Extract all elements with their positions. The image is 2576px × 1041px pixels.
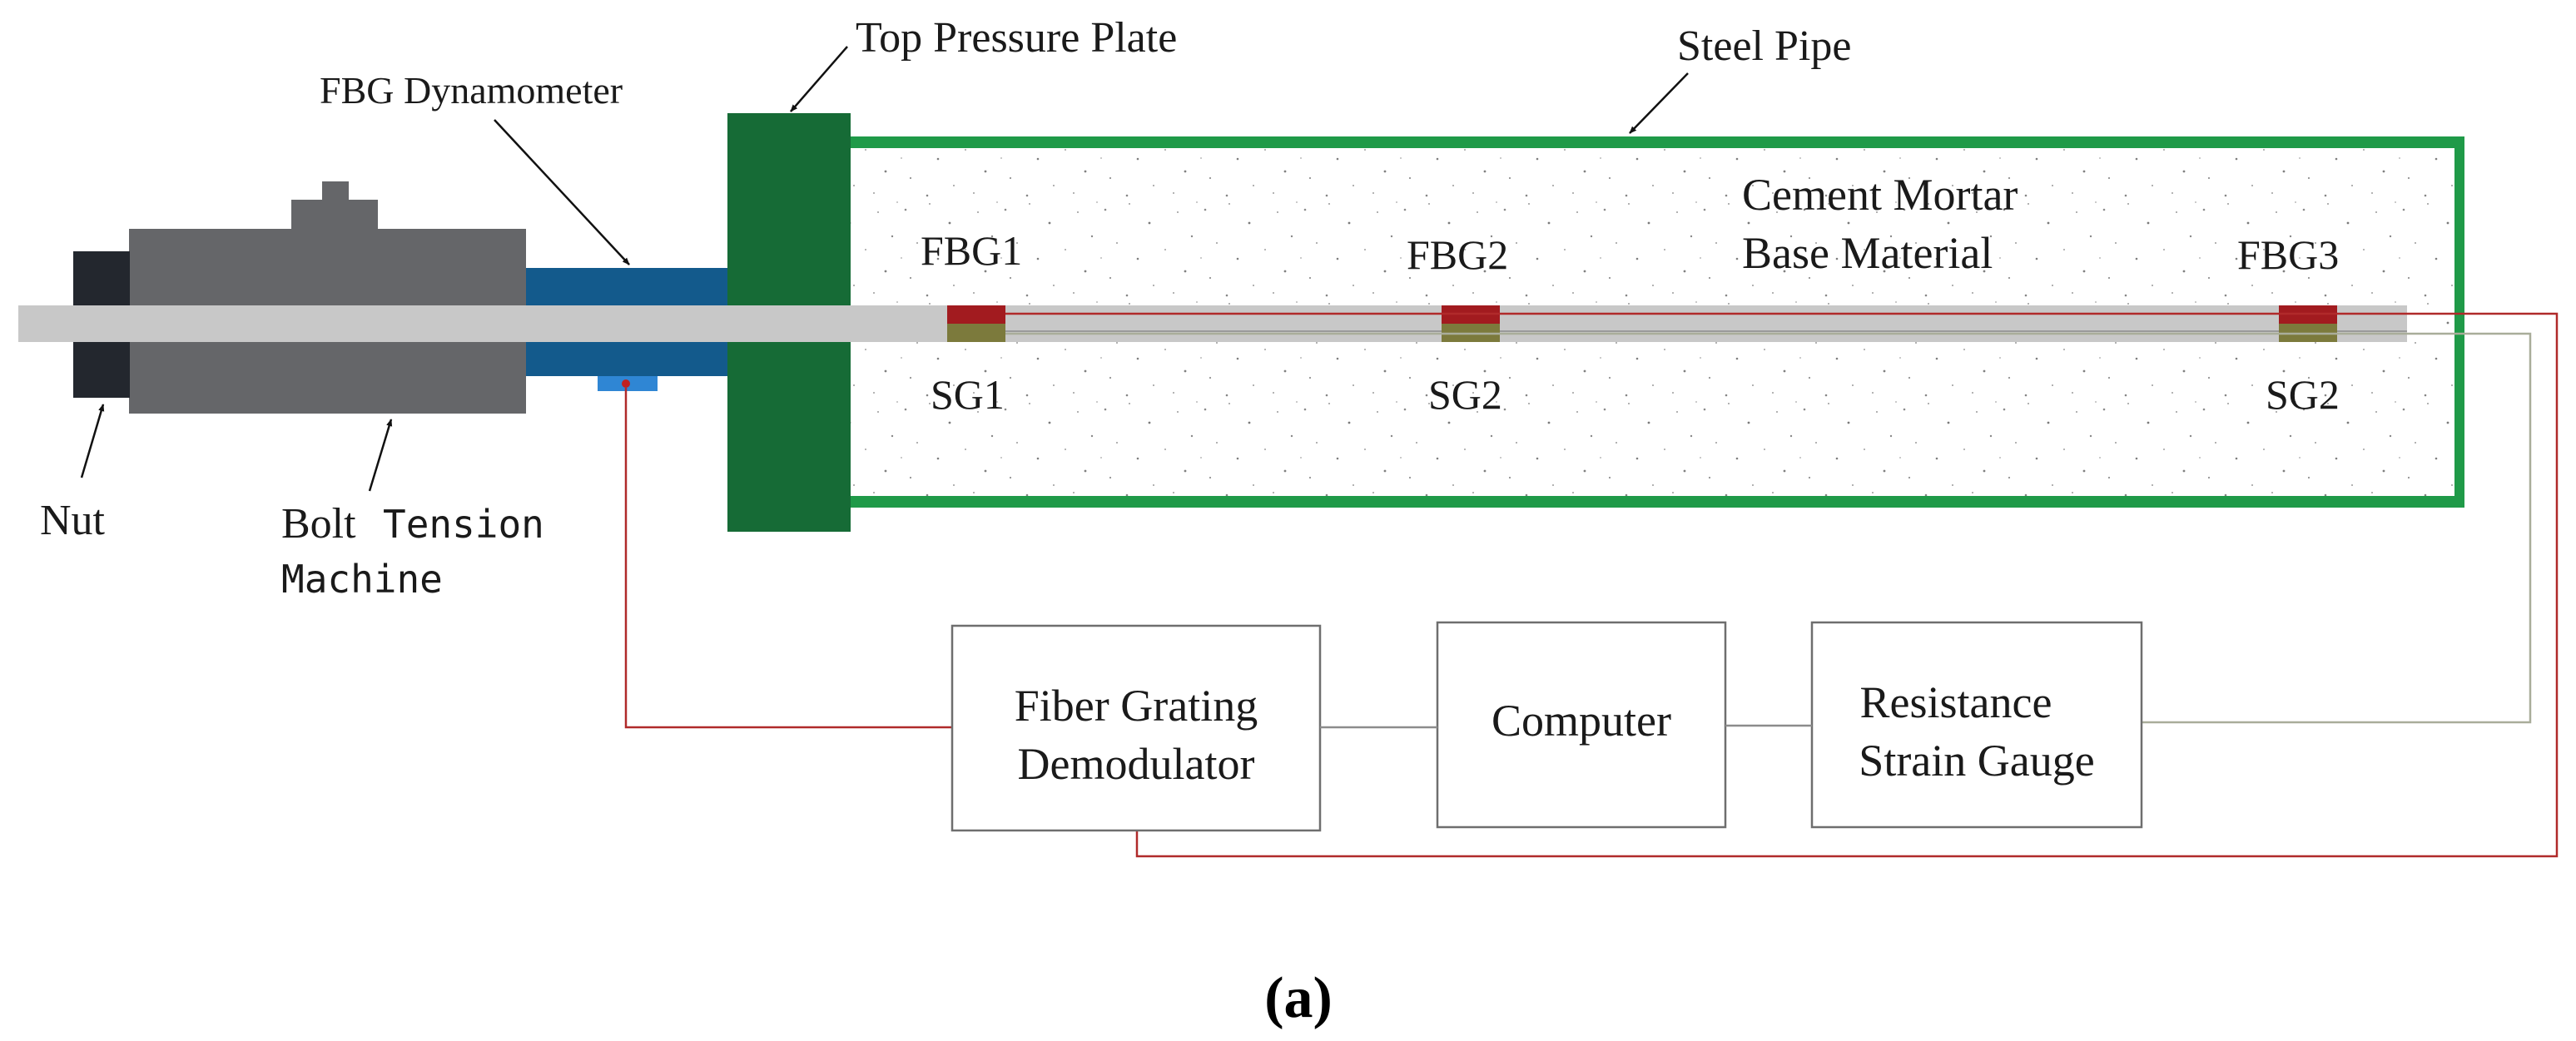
demodulator-box [950, 624, 1322, 832]
sg1-label: SG1 [931, 371, 1005, 418]
top-pressure-plate-label: Top Pressure Plate [856, 14, 1177, 62]
fiber-wire-to-demodulator [1135, 312, 2559, 858]
fbg-dynamometer-arrow [494, 119, 630, 265]
demodulator-label-line1: Fiber Grating [1015, 681, 1258, 731]
tension-label: Tension [383, 502, 544, 547]
bolt-label: Bolt [281, 500, 356, 548]
computer-label: Computer [1491, 696, 1671, 746]
sg1-marker [947, 324, 1005, 342]
gauge-wire-to-strain-gauge [2142, 332, 2532, 724]
top-pressure-plate-arrow [790, 46, 848, 112]
computer-box [1436, 621, 1727, 829]
machine-label: Machine [281, 557, 443, 602]
demodulator-label-line2: Demodulator [1018, 739, 1255, 789]
nut-arrow [80, 404, 105, 478]
tension-machine-top-knob [322, 181, 349, 201]
fbg-dynamometer-label: FBG Dynamometer [320, 69, 623, 112]
figure-caption: (a) [1264, 966, 1333, 1030]
steel-pipe-label: Steel Pipe [1677, 22, 1851, 70]
sg2-label: SG2 [1428, 371, 1502, 418]
fbg3-label: FBG3 [2237, 231, 2339, 278]
bolt [18, 305, 2407, 342]
nut-label: Nut [40, 497, 106, 544]
cement-mortar-label-line2: Base Material [1742, 228, 1993, 278]
dynamometer-connector-dot [622, 379, 630, 388]
steel-pipe-right-wall [2454, 136, 2464, 508]
fbg1-label: FBG1 [921, 227, 1022, 274]
sg3-label: SG2 [2266, 371, 2340, 418]
strain-gauge-label-line2: Strain Gauge [1859, 736, 2094, 786]
steel-pipe-top-wall [795, 136, 2464, 148]
cement-mortar-label-line1: Cement Mortar [1742, 170, 2018, 220]
fbg1-marker [947, 305, 1005, 324]
steel-pipe-bottom-wall [795, 496, 2464, 508]
strain-gauge-label-line1: Resistance [1860, 677, 2052, 727]
strain-gauge-box [1810, 621, 2143, 829]
steel-pipe-arrow [1629, 72, 1689, 134]
fbg2-label: FBG2 [1407, 231, 1508, 278]
dynamometer-fiber-wire [624, 388, 952, 729]
bolt-machine-arrow [368, 419, 393, 492]
